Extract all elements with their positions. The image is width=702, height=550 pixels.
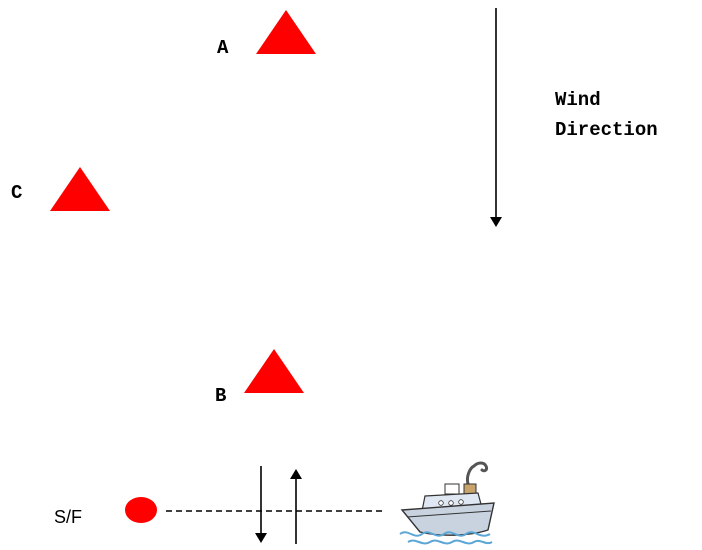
- mark-a-triangle-icon: [256, 10, 316, 54]
- start-buoy-icon: [125, 497, 157, 523]
- mark-a: A: [217, 10, 316, 59]
- mark-b-triangle-icon: [244, 349, 304, 393]
- mark-c: C: [11, 167, 110, 211]
- wind-label-line1: Wind: [555, 89, 601, 111]
- mark-b-label: B: [215, 385, 226, 407]
- mark-a-label: A: [217, 37, 229, 59]
- mark-c-triangle-icon: [50, 167, 110, 211]
- start-finish: S/F: [54, 466, 386, 544]
- mark-c-label: C: [11, 182, 22, 204]
- start-finish-label: S/F: [54, 507, 82, 527]
- ship-icon: [399, 461, 495, 545]
- wind-direction: Wind Direction: [490, 8, 658, 227]
- mark-b: B: [215, 349, 304, 407]
- wind-label-line2: Direction: [555, 119, 658, 141]
